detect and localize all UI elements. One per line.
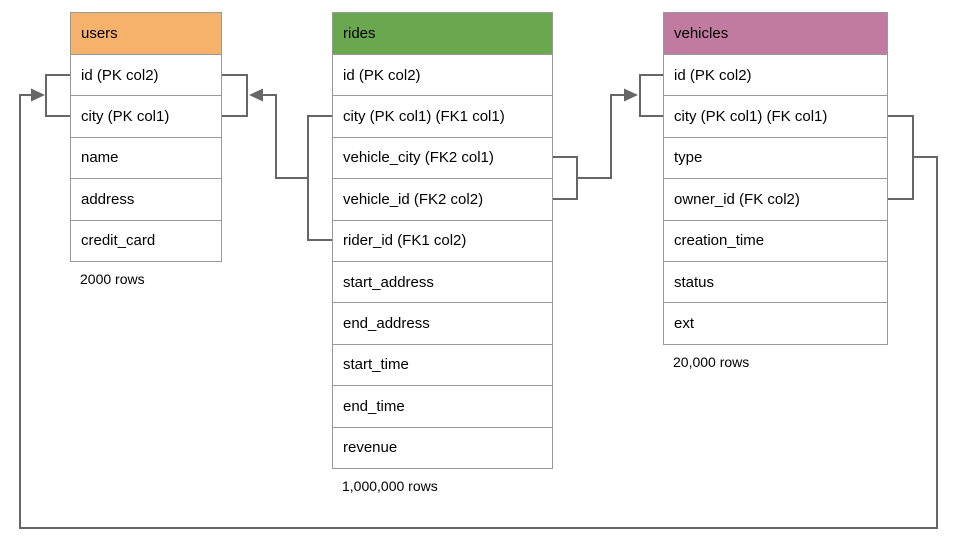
table-rides-header: rides (333, 13, 552, 54)
column-type: type (664, 136, 887, 179)
fk-vehicles-to-users-line (19, 94, 938, 529)
table-rides: rides id (PK col2)city (PK col1) (FK1 co… (332, 12, 553, 494)
vehicles-left-bracket (639, 74, 663, 117)
column-revenue: revenue (333, 426, 552, 468)
column-end-time: end_time (333, 385, 552, 427)
column-id: id (PK col2) (71, 54, 221, 96)
rides-right-bracket (553, 156, 578, 200)
column-end-address: end_address (333, 302, 552, 344)
column-start-address: start_address (333, 260, 552, 303)
fk-vehicles-arrowhead (31, 88, 45, 102)
table-users-rowcount: 2000 rows (80, 270, 145, 287)
column-owner-id: owner_id (FK col2) (664, 178, 887, 220)
table-users-header: users (71, 13, 221, 54)
table-rides-columns: id (PK col2)city (PK col1) (FK1 col1)veh… (333, 54, 552, 468)
table-vehicles-rowcount: 20,000 rows (673, 353, 750, 370)
column-credit-card: credit_card (71, 219, 221, 261)
column-creation-time: creation_time (664, 219, 887, 261)
fk1-rides-to-users-line (263, 94, 308, 179)
users-left-bracket (45, 74, 70, 117)
column-city: city (PK col1) (FK1 col1) (333, 95, 552, 137)
column-vehicle-id: vehicle_id (FK2 col2) (333, 178, 552, 220)
column-start-time: start_time (333, 343, 552, 386)
column-id: id (PK col2) (333, 54, 552, 96)
table-vehicles-columns: id (PK col2)city (PK col1) (FK col1)type… (664, 54, 887, 344)
table-vehicles: vehicles id (PK col2)city (PK col1) (FK … (663, 12, 888, 370)
column-id: id (PK col2) (664, 54, 887, 96)
table-rides-rowcount: 1,000,000 rows (342, 477, 438, 494)
column-address: address (71, 178, 221, 220)
column-city: city (PK col1) (FK col1) (664, 95, 887, 137)
table-vehicles-header: vehicles (664, 13, 887, 54)
rides-left-bracket (307, 115, 332, 241)
users-right-bracket (222, 74, 248, 117)
column-name: name (71, 136, 221, 179)
column-ext: ext (664, 302, 887, 344)
vehicles-right-bracket (888, 115, 914, 200)
column-city: city (PK col1) (71, 95, 221, 137)
fk2-arrowhead (624, 88, 638, 102)
fk2-rides-to-vehicles-line (577, 94, 624, 179)
column-vehicle-city: vehicle_city (FK2 col1) (333, 136, 552, 179)
fk1-arrowhead (249, 88, 263, 102)
column-rider-id: rider_id (FK1 col2) (333, 219, 552, 261)
column-status: status (664, 260, 887, 303)
